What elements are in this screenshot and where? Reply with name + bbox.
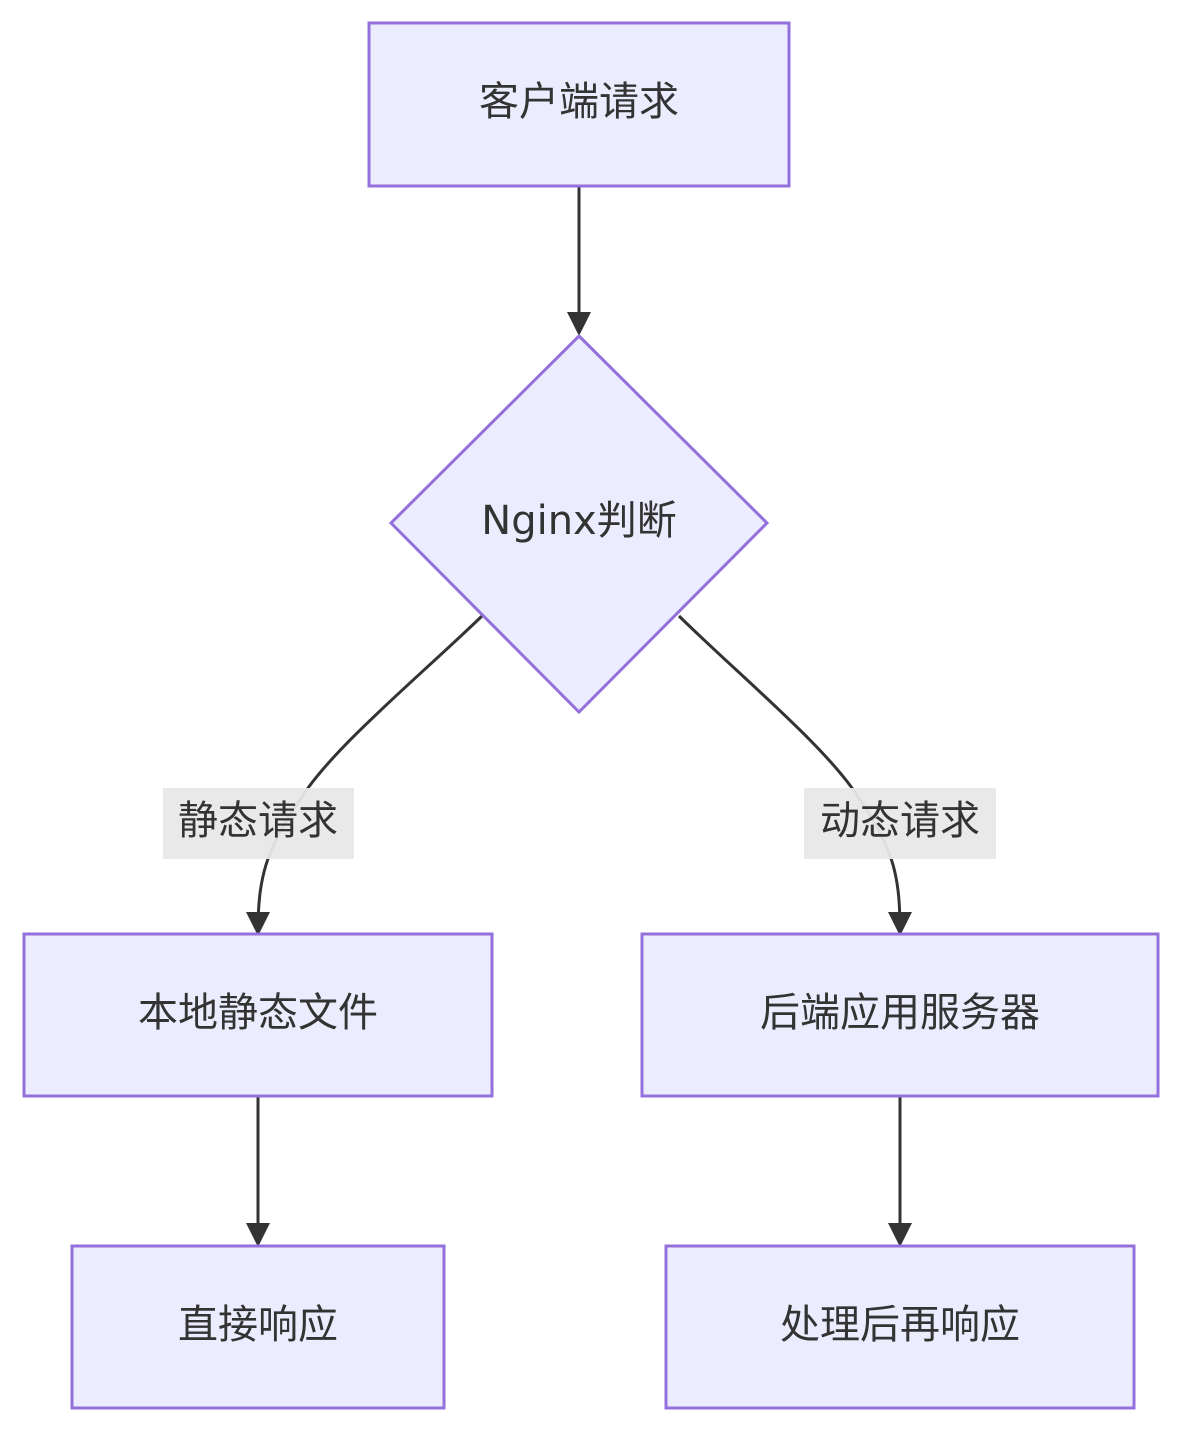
arrowhead-direct bbox=[246, 1223, 270, 1247]
node-client-request: 客户端请求 bbox=[367, 21, 791, 188]
node-client-request-box bbox=[367, 21, 791, 188]
node-backend-server: 后端应用服务器 bbox=[640, 932, 1160, 1098]
node-direct-response-label: 直接响应 bbox=[178, 1302, 338, 1348]
edge-nginx-to-static bbox=[256, 614, 484, 933]
arrowhead-backend bbox=[888, 912, 912, 936]
edge-label-dynamic-bg bbox=[804, 788, 996, 859]
arrowhead-process bbox=[888, 1223, 912, 1247]
arrowhead-nginx bbox=[567, 312, 591, 336]
edge-label-dynamic-text: 动态请求 bbox=[820, 798, 980, 844]
node-backend-server-label: 后端应用服务器 bbox=[760, 990, 1040, 1036]
node-direct-response: 直接响应 bbox=[70, 1244, 446, 1410]
node-nginx-decision-diamond bbox=[388, 333, 770, 715]
node-client-request-label: 客户端请求 bbox=[479, 79, 679, 125]
edges bbox=[246, 187, 912, 1247]
node-direct-response-box bbox=[70, 1244, 446, 1410]
node-nginx-decision-label: Nginx判断 bbox=[481, 498, 676, 544]
node-process-response: 处理后再响应 bbox=[664, 1244, 1136, 1410]
edge-label-static: 静态请求 bbox=[163, 788, 354, 859]
node-local-static: 本地静态文件 bbox=[22, 932, 494, 1098]
node-local-static-label: 本地静态文件 bbox=[138, 990, 378, 1036]
node-local-static-box bbox=[22, 932, 494, 1098]
edge-nginx-to-backend bbox=[677, 614, 902, 933]
edge-label-dynamic: 动态请求 bbox=[804, 788, 996, 859]
arrowhead-static bbox=[246, 912, 270, 936]
node-process-response-box bbox=[664, 1244, 1136, 1410]
node-nginx-decision: Nginx判断 bbox=[388, 333, 770, 715]
node-backend-server-box bbox=[640, 932, 1160, 1098]
edge-label-static-bg bbox=[163, 788, 354, 859]
node-process-response-label: 处理后再响应 bbox=[780, 1302, 1020, 1348]
edge-label-static-text: 静态请求 bbox=[178, 798, 338, 844]
